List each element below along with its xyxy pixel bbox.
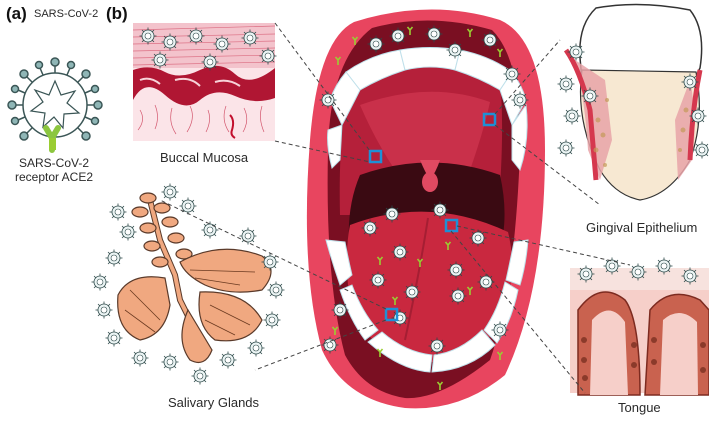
salivary-glands-label: Salivary Glands [168, 395, 259, 410]
receptor-label-line2: receptor ACE2 [2, 170, 106, 184]
receptor-legend-label: SARS-CoV-2 receptor ACE2 [2, 156, 106, 184]
panel-label-a: (a) [6, 4, 27, 24]
tongue-label: Tongue [618, 400, 661, 415]
receptor-label-line1: SARS-CoV-2 [2, 156, 106, 170]
gingival-epithelium-label: Gingival Epithelium [586, 220, 697, 235]
panel-label-b: (b) [106, 4, 128, 24]
gingival-tooth-illustration [566, 4, 702, 200]
tongue-histology [570, 268, 709, 395]
virus-legend-label: SARS-CoV-2 [34, 8, 98, 20]
buccal-mucosa-label: Buccal Mucosa [160, 150, 248, 165]
salivary-glands-illustration [118, 193, 271, 362]
